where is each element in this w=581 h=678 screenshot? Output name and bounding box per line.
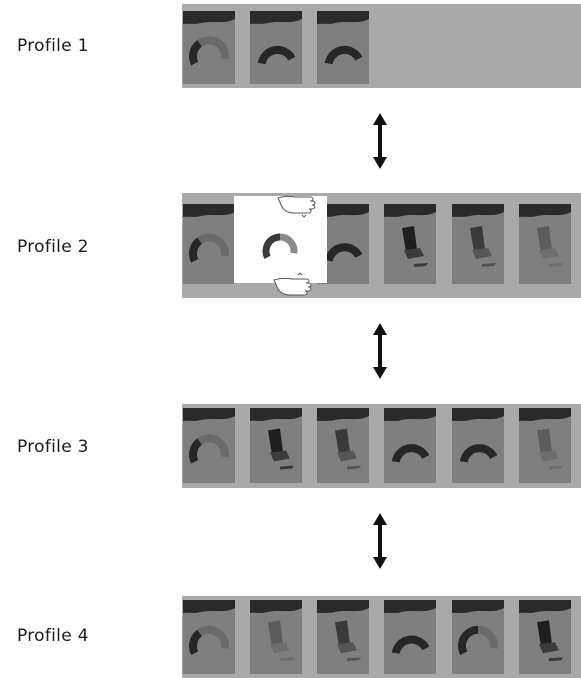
- seat-icon: [250, 600, 302, 662]
- seat-card[interactable]: [317, 408, 369, 483]
- updown-arrow-icon: [373, 113, 387, 169]
- seat-icon: [317, 408, 369, 470]
- seat-icon: [384, 204, 436, 267]
- seat-card[interactable]: [519, 600, 571, 674]
- profile-strip-3: [182, 404, 581, 488]
- seat-icon: [519, 600, 571, 662]
- gauge-icon: [183, 600, 235, 655]
- swipe-hand-icon: [277, 195, 316, 218]
- gauge-card[interactable]: [183, 600, 235, 674]
- gauge-icon: [452, 600, 504, 655]
- selected-card[interactable]: [249, 211, 311, 271]
- gauge-card[interactable]: [452, 600, 504, 674]
- gauge-card[interactable]: [183, 204, 235, 284]
- seat-icon: [452, 204, 504, 267]
- seat-card[interactable]: [519, 204, 571, 284]
- profile-label-3: Profile 3: [17, 437, 89, 457]
- gauge-icon: [262, 233, 298, 259]
- seat-icon: [519, 408, 571, 470]
- seat-icon: [519, 204, 571, 267]
- seat-card[interactable]: [384, 204, 436, 284]
- gauge-card[interactable]: [250, 11, 302, 84]
- profile-strip-4: [182, 596, 581, 678]
- gauge-icon: [317, 204, 369, 262]
- seat-card[interactable]: [452, 204, 504, 284]
- gauge-icon: [452, 408, 504, 463]
- seat-card[interactable]: [250, 408, 302, 483]
- seat-card[interactable]: [250, 600, 302, 674]
- gauge-card[interactable]: [183, 11, 235, 84]
- updown-arrow-icon: [373, 513, 387, 569]
- profile-label-1: Profile 1: [17, 36, 89, 56]
- seat-card[interactable]: [317, 600, 369, 674]
- gauge-icon: [384, 408, 436, 463]
- updown-arrow-icon: [373, 323, 387, 379]
- gauge-card[interactable]: [384, 600, 436, 674]
- seat-card[interactable]: [519, 408, 571, 483]
- gauge-icon: [183, 408, 235, 464]
- gauge-icon: [384, 600, 436, 655]
- profile-strip-1: [182, 4, 581, 88]
- gauge-card[interactable]: [452, 408, 504, 483]
- gauge-card[interactable]: [317, 11, 369, 84]
- gauge-card[interactable]: [183, 408, 235, 483]
- seat-icon: [317, 600, 369, 662]
- gauge-icon: [183, 11, 235, 66]
- profile-label-4: Profile 4: [17, 626, 89, 646]
- gauge-icon: [317, 11, 369, 65]
- gauge-icon: [250, 11, 302, 65]
- gauge-icon: [183, 204, 235, 263]
- gauge-card[interactable]: [384, 408, 436, 483]
- profile-label-2: Profile 2: [17, 237, 89, 257]
- swipe-hand-icon: [273, 272, 312, 296]
- seat-icon: [250, 408, 302, 470]
